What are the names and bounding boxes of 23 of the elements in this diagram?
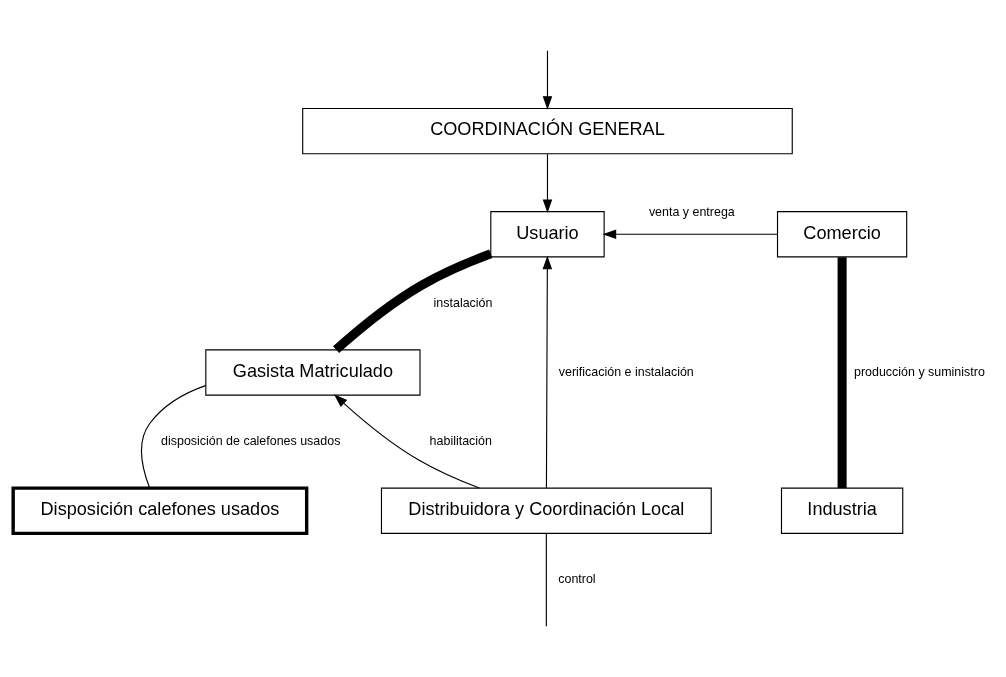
edge-label: producción y suministro — [854, 364, 985, 379]
edge-label: instalación — [433, 295, 493, 310]
edge-label: habilitación — [429, 433, 492, 448]
edge-label: verificación e instalación — [558, 364, 694, 379]
connector — [837, 257, 847, 488]
node-box: Usuario — [490, 211, 605, 258]
node-box: Gasista Matriculado — [205, 349, 421, 396]
arrow — [542, 153, 553, 213]
arrow — [333, 394, 480, 489]
node-box: Distribuidora y Coordinación Local — [380, 487, 712, 534]
edge-label: venta y entrega — [648, 204, 735, 219]
node-box: COORDINACIÓN GENERAL — [302, 107, 793, 155]
arrow — [542, 255, 553, 489]
arrow — [542, 50, 553, 110]
connector — [545, 533, 547, 627]
edge-label: control — [558, 572, 596, 587]
connector — [141, 385, 206, 489]
node-box: Comercio — [776, 211, 908, 258]
arrow — [602, 229, 778, 239]
node-box: Disposición calefones usados — [11, 486, 309, 536]
connector — [333, 249, 493, 354]
node-box: Industria — [780, 487, 904, 534]
edge-label: disposición de calefones usados — [161, 433, 341, 448]
